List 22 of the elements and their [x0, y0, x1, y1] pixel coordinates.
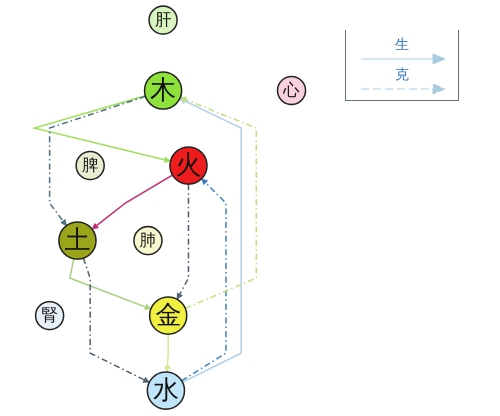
arrow	[180, 98, 242, 383]
node-circle: 金	[148, 296, 188, 335]
arrow	[82, 258, 150, 383]
node-circle: 火	[169, 146, 208, 185]
arrow	[176, 184, 190, 300]
node-circle: 腎	[34, 300, 64, 330]
arrow	[69, 258, 152, 310]
node-circle: 脾	[75, 150, 105, 180]
arrow	[92, 174, 173, 230]
arrow	[180, 96, 258, 310]
legend-label: 生	[395, 36, 409, 54]
node-circle: 水	[146, 371, 186, 410]
node-circle: 肝	[148, 5, 178, 35]
arrow	[181, 178, 227, 382]
legend-label: 克	[395, 66, 409, 84]
node-circle: 肺	[133, 226, 163, 256]
node-circle: 木	[144, 71, 182, 110]
node-circle: 土	[58, 221, 97, 260]
arrow	[32, 95, 171, 163]
arrow	[48, 96, 146, 226]
arrow	[164, 334, 171, 372]
node-circle: 心	[276, 76, 306, 106]
